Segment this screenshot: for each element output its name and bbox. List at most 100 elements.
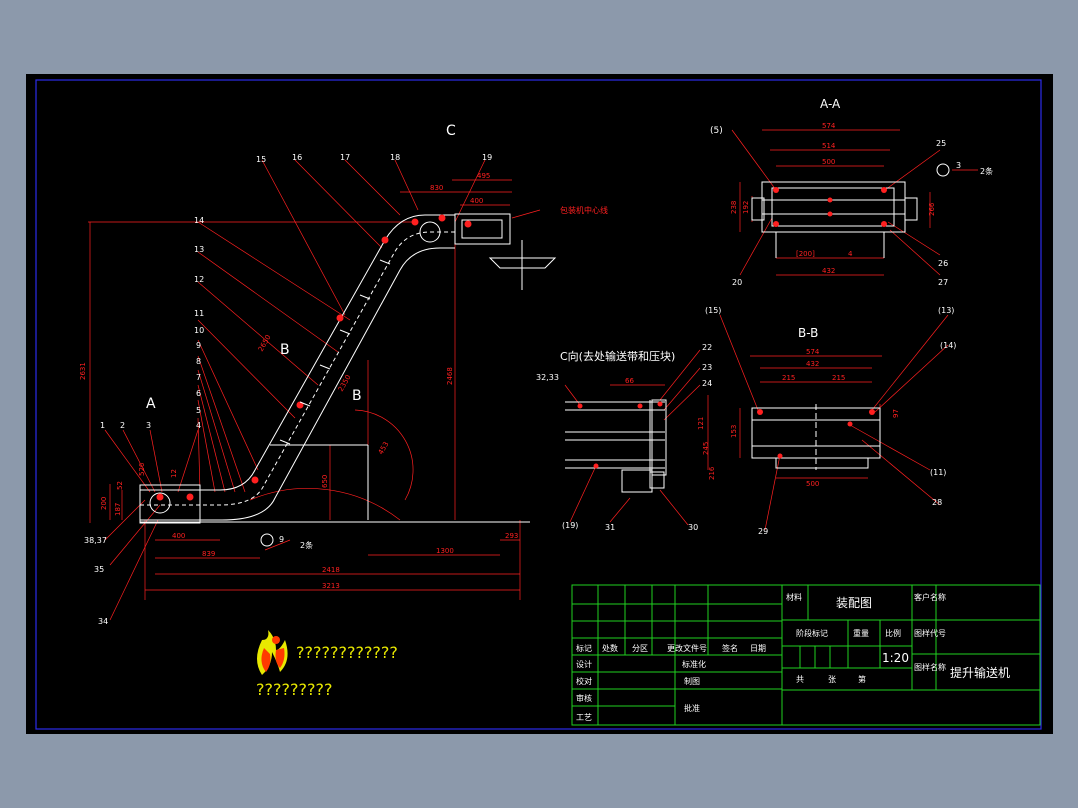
view-c: C向(去处输送带和压块) 32,33 (19) 22 23 24 31 30 6… bbox=[536, 343, 716, 532]
dim-52: 52 bbox=[116, 481, 124, 490]
view-c-callout-19: (19) bbox=[562, 521, 578, 530]
bb-dim-215-a: 215 bbox=[782, 374, 795, 382]
aa-dim-192: 192 bbox=[742, 201, 750, 214]
leader-11: 11 bbox=[194, 309, 204, 318]
aa-dim-514: 514 bbox=[822, 142, 836, 150]
tb-material-label: 材料 bbox=[786, 592, 802, 602]
aa-qty: 2条 bbox=[980, 166, 993, 176]
dim-400-top: 400 bbox=[470, 197, 483, 205]
bb-dim-432: 432 bbox=[806, 360, 819, 368]
tb-drawing-name-label: 图样名称 bbox=[914, 662, 946, 672]
aa-dim-238: 238 bbox=[730, 201, 738, 214]
leader-34: 34 bbox=[98, 617, 108, 626]
title-block: 材料 装配图 客户名称 阶段标记 重量 比例 图样代号 1:20 标记 处数 分… bbox=[571, 584, 1041, 726]
leader-24: 24 bbox=[702, 379, 712, 388]
leader-20: 20 bbox=[732, 278, 742, 287]
qty-label: 2条 bbox=[300, 540, 313, 550]
dim-495: 495 bbox=[477, 172, 490, 180]
callout-13: (13) bbox=[938, 306, 954, 315]
view-c-dim-32-33: 32,33 bbox=[536, 373, 559, 382]
tb-standard-label: 标准化 bbox=[682, 659, 706, 669]
aa-dim-574: 574 bbox=[822, 122, 836, 130]
leader-4: 4 bbox=[196, 421, 201, 430]
leader-18: 18 bbox=[390, 153, 400, 162]
leader-29: 29 bbox=[758, 527, 768, 536]
main-elevation-view bbox=[88, 159, 557, 621]
aa-dim-4: 4 bbox=[848, 250, 853, 258]
leader-8: 8 bbox=[196, 357, 201, 366]
tb-qty-label: 处数 bbox=[602, 643, 618, 653]
leader-17: 17 bbox=[340, 153, 350, 162]
tb-sheets-label: 张 bbox=[828, 675, 836, 684]
tb-drawing-no-label: 图样代号 bbox=[914, 628, 946, 638]
bb-dim-97: 97 bbox=[892, 409, 900, 418]
callout-5: (5) bbox=[710, 126, 723, 136]
dim-839: 839 bbox=[202, 550, 215, 558]
leader-5: 5 bbox=[196, 406, 201, 415]
leader-2: 2 bbox=[120, 421, 125, 430]
aa-dim-200: [200] bbox=[796, 250, 815, 258]
leader-19: 19 bbox=[482, 153, 492, 162]
bb-dim-574: 574 bbox=[806, 348, 820, 356]
leader-7: 7 bbox=[196, 373, 201, 382]
tb-sign-label: 签名 bbox=[722, 643, 738, 653]
tb-drawing-name: 提升输送机 bbox=[950, 665, 1010, 680]
dim-830: 830 bbox=[430, 184, 443, 192]
leader-25: 25 bbox=[936, 139, 946, 148]
dim-9: 9 bbox=[279, 535, 284, 544]
section-b-b-title: B-B bbox=[798, 326, 818, 340]
leader-28: 28 bbox=[932, 498, 942, 507]
leader-3: 3 bbox=[146, 421, 151, 430]
view-c-side-216: 216 bbox=[708, 466, 716, 480]
leader-12: 12 bbox=[194, 275, 204, 284]
dim-187: 187 bbox=[114, 503, 122, 516]
bb-dim-215-b: 215 bbox=[832, 374, 845, 382]
bb-dim-153: 153 bbox=[730, 425, 738, 438]
leader-1: 1 bbox=[100, 421, 105, 430]
tb-sheet-label: 第 bbox=[858, 674, 866, 684]
view-c-dim-66: 66 bbox=[625, 377, 634, 385]
callout-15: (15) bbox=[705, 306, 721, 315]
tb-design-label: 设计 bbox=[576, 659, 592, 669]
leader-15: 15 bbox=[256, 155, 266, 164]
aa-dim-500: 500 bbox=[822, 158, 835, 166]
callout-11: (11) bbox=[930, 468, 946, 477]
view-b-mark-1: B bbox=[280, 342, 290, 358]
dim-293: 293 bbox=[505, 532, 518, 540]
packer-centerline-label: 包装机中心线 bbox=[560, 205, 608, 215]
view-c-title: C向(去处输送带和压块) bbox=[560, 349, 675, 363]
leader-14: 14 bbox=[194, 216, 204, 225]
dim-3: 3 bbox=[956, 161, 961, 170]
aa-dim-432: 432 bbox=[822, 267, 835, 275]
leader-22: 22 bbox=[702, 343, 712, 352]
tb-review-label: 审核 bbox=[576, 693, 592, 703]
dim-3213: 3213 bbox=[322, 582, 340, 590]
leader-10: 10 bbox=[194, 326, 204, 335]
dim-1300: 1300 bbox=[436, 547, 454, 555]
leader-38-37: 38,37 bbox=[84, 536, 107, 545]
aa-dim-266: 266 bbox=[928, 202, 936, 216]
tb-drafting-label: 制图 bbox=[684, 676, 700, 686]
tb-total-label: 共 bbox=[796, 675, 804, 684]
leader-31: 31 bbox=[605, 523, 615, 532]
tb-check-label: 校对 bbox=[576, 676, 592, 686]
sheet-border bbox=[35, 79, 1042, 730]
callout-14: (14) bbox=[940, 341, 956, 350]
tb-zone-label: 分区 bbox=[632, 644, 648, 653]
dim-12: 12 bbox=[170, 469, 178, 478]
dim-2631: 2631 bbox=[79, 362, 87, 380]
watermark-logo bbox=[257, 630, 288, 675]
drawing-sheet bbox=[26, 74, 1053, 734]
tb-drawing-type: 装配图 bbox=[836, 596, 872, 610]
dim-400: 400 bbox=[172, 532, 185, 540]
tb-approve-label: 批准 bbox=[684, 703, 700, 713]
leader-23: 23 bbox=[702, 363, 712, 372]
leader-35: 35 bbox=[94, 565, 104, 574]
section-a-a-title: A-A bbox=[820, 97, 841, 111]
view-a-mark: A bbox=[146, 396, 156, 412]
view-b-mark-2: B bbox=[352, 388, 362, 404]
view-c-side-121: 121 bbox=[697, 417, 705, 430]
dim-650: 650 bbox=[321, 475, 329, 488]
bb-dim-500: 500 bbox=[806, 480, 819, 488]
section-a-a-view: A-A (5) 25 20 26 27 3 2条 574 514 500 238… bbox=[710, 97, 993, 287]
